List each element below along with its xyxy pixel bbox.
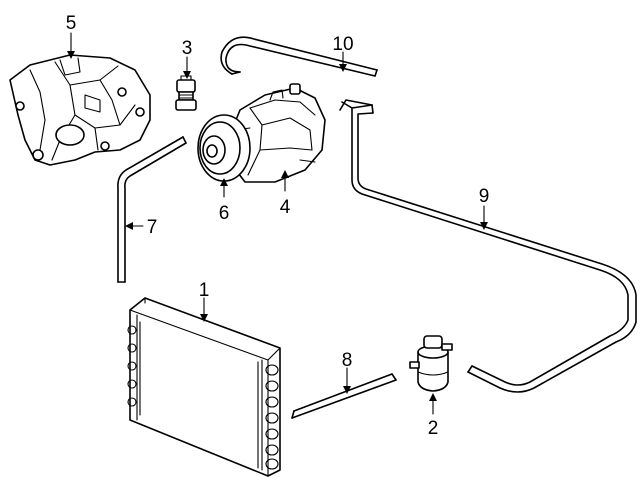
callout-6: 6: [219, 203, 230, 224]
callout-3: 3: [182, 38, 193, 59]
suction-hose[interactable]: [220, 36, 378, 77]
discharge-hose[interactable]: [117, 136, 187, 283]
callout-8: 8: [342, 350, 353, 371]
liquid-line[interactable]: [339, 99, 637, 393]
callout-7: 7: [147, 217, 158, 238]
callout-10: 10: [332, 34, 353, 55]
mounting-bracket[interactable]: [9, 54, 151, 166]
short-hose[interactable]: [291, 373, 397, 419]
ac-compressor[interactable]: [227, 83, 326, 183]
compressor-clutch[interactable]: [197, 114, 251, 182]
pressure-switch[interactable]: [175, 75, 197, 111]
callout-1: 1: [199, 280, 210, 301]
leader-lines: [67, 32, 488, 415]
callout-labels: 5 3 10 6 4 7 9 1 8 2: [66, 13, 490, 439]
receiver-drier[interactable]: [409, 335, 453, 392]
callout-9: 9: [479, 186, 490, 207]
callout-5: 5: [66, 13, 77, 34]
callout-4: 4: [280, 197, 291, 218]
condenser[interactable]: [127, 297, 281, 477]
callout-2: 2: [428, 418, 439, 439]
